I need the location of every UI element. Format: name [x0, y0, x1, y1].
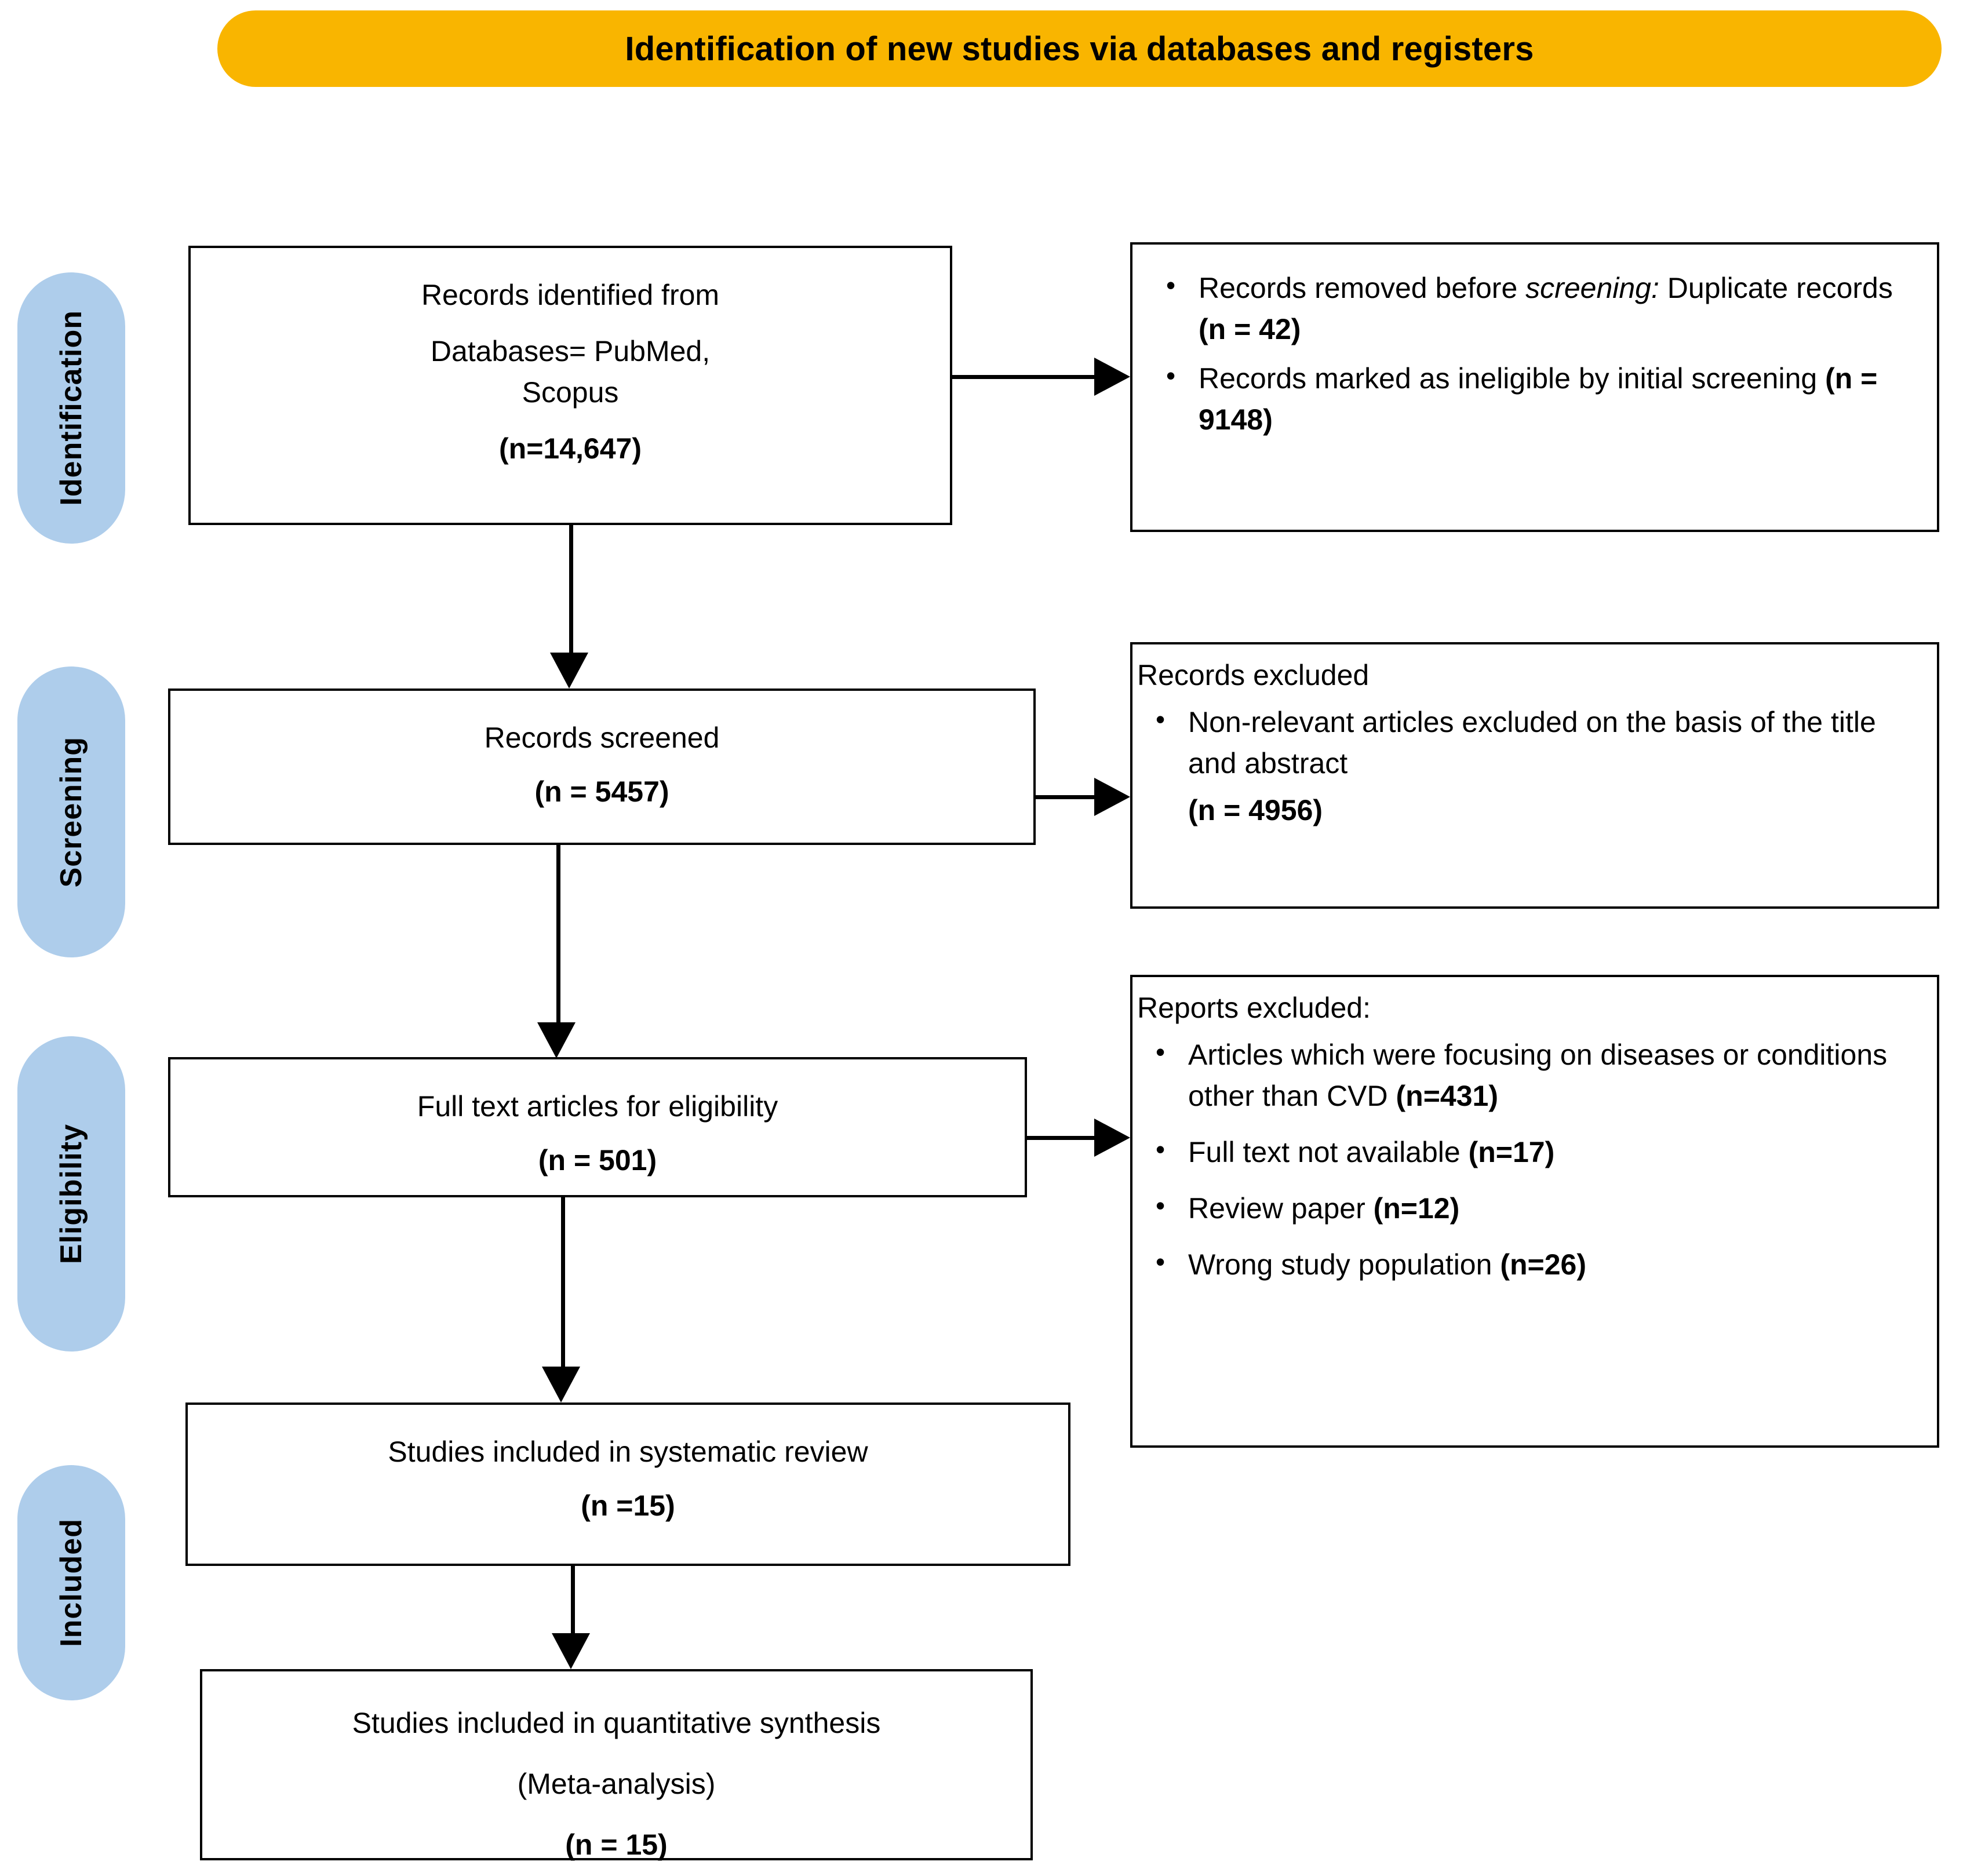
eligibility-label: Full text articles for eligibility — [417, 1090, 778, 1123]
box-full-text-eligibility: Full text articles for eligibility (n = … — [168, 1057, 1027, 1197]
list-item: Articles which were focusing on diseases… — [1156, 1033, 1922, 1117]
connector-eligibility-to-systematic — [561, 1197, 565, 1368]
removed-bullet1-text: Records removed before — [1199, 272, 1526, 304]
reports-bullet3-count: (n=12) — [1373, 1192, 1460, 1225]
removed-bullet2-text: Records marked as ineligible by initial … — [1199, 362, 1826, 395]
records-screened-label: Records screened — [484, 722, 720, 754]
reports-bullet2-count: (n=17) — [1468, 1136, 1555, 1168]
stage-pill-eligibility: Eligibility — [17, 1036, 125, 1352]
records-excluded-list: Non-relevant articles excluded on the ba… — [1137, 701, 1922, 831]
arrow-identified-to-screened — [550, 653, 588, 689]
quantitative-count: (n = 15) — [565, 1828, 668, 1861]
stage-pill-screening: Screening — [17, 666, 125, 957]
list-item: Full text not available (n=17) — [1156, 1131, 1922, 1173]
diagram-header-banner: Identification of new studies via databa… — [217, 10, 1942, 87]
quantitative-line1: Studies included in quantitative synthes… — [352, 1707, 881, 1739]
reports-excluded-list: Articles which were focusing on diseases… — [1137, 1033, 1922, 1285]
records-identified-count: (n=14,647) — [499, 432, 642, 465]
stage-label-screening: Screening — [54, 736, 88, 888]
reports-bullet4-text: Wrong study population — [1188, 1248, 1501, 1281]
records-excluded-lead: Records excluded — [1137, 659, 1370, 691]
systematic-label: Studies included in systematic review — [388, 1436, 868, 1468]
reports-bullet3-text: Review paper — [1188, 1192, 1374, 1225]
connector-screened-to-eligibility — [556, 845, 560, 1023]
list-item: Records marked as ineligible by initial … — [1166, 357, 1922, 440]
reports-bullet4-count: (n=26) — [1500, 1248, 1586, 1281]
reports-bullet2-text: Full text not available — [1188, 1136, 1469, 1168]
arrow-eligibility-to-systematic — [542, 1367, 580, 1403]
reports-excluded-lead: Reports excluded: — [1137, 992, 1371, 1024]
records-identified-line3: Scopus — [522, 376, 619, 409]
connector-identified-to-screened — [569, 525, 573, 654]
quantitative-line2: (Meta-analysis) — [517, 1768, 716, 1800]
arrow-identified-to-removed — [1094, 358, 1130, 396]
list-item: Review paper (n=12) — [1156, 1187, 1922, 1229]
removed-bullet2-count: (n = 9148) — [1199, 362, 1878, 436]
eligibility-count: (n = 501) — [538, 1144, 657, 1176]
connector-identified-to-removed — [952, 375, 1094, 379]
list-item: Non-relevant articles excluded on the ba… — [1156, 701, 1922, 831]
arrow-systematic-to-quantitative — [552, 1633, 590, 1669]
list-item: Wrong study population (n=26) — [1156, 1243, 1922, 1285]
stage-label-included: Included — [54, 1518, 88, 1647]
box-studies-quantitative-synthesis: Studies included in quantitative synthes… — [200, 1669, 1033, 1861]
arrow-screened-to-eligibility — [537, 1022, 576, 1058]
excluded-bullet1-text: Non-relevant articles excluded on the ba… — [1188, 706, 1876, 779]
records-identified-line2: Databases= PubMed, — [430, 335, 711, 367]
removed-bullet1-count: (n = 42) — [1199, 313, 1301, 345]
box-records-excluded: Records excluded Non-relevant articles e… — [1130, 642, 1939, 909]
box-records-screened: Records screened (n = 5457) — [168, 689, 1036, 845]
connector-systematic-to-quantitative — [571, 1566, 575, 1634]
diagram-title: Identification of new studies via databa… — [625, 30, 1534, 68]
records-screened-count: (n = 5457) — [534, 775, 669, 808]
stage-pill-included: Included — [17, 1465, 125, 1700]
box-studies-systematic-review: Studies included in systematic review (n… — [185, 1403, 1070, 1566]
arrow-eligibility-to-reports — [1094, 1119, 1130, 1157]
stage-label-identification: Identification — [54, 310, 88, 506]
reports-bullet1-count: (n=431) — [1396, 1080, 1498, 1112]
records-identified-line1: Records identified from — [421, 279, 720, 311]
reports-bullet1-text: Articles which were focusing on diseases… — [1188, 1039, 1888, 1112]
removed-bullet1-cont: Duplicate records — [1667, 272, 1893, 304]
box-records-removed: Records removed before screening: Duplic… — [1130, 242, 1939, 532]
box-records-identified: Records identified from Databases= PubMe… — [188, 246, 952, 525]
records-removed-list: Records removed before screening: Duplic… — [1148, 267, 1922, 440]
list-item: Records removed before screening: Duplic… — [1166, 267, 1922, 350]
stage-pill-identification: Identification — [17, 272, 125, 544]
removed-bullet1-emphasis: screening: — [1525, 272, 1659, 304]
box-reports-excluded: Reports excluded: Articles which were fo… — [1130, 975, 1939, 1448]
stage-label-eligibility: Eligibility — [54, 1123, 88, 1265]
connector-eligibility-to-reports — [1027, 1136, 1094, 1140]
systematic-count: (n =15) — [581, 1489, 675, 1522]
excluded-bullet1-count: (n = 4956) — [1188, 794, 1323, 826]
arrow-screened-to-excluded — [1094, 778, 1130, 816]
connector-screened-to-excluded — [1036, 795, 1094, 799]
